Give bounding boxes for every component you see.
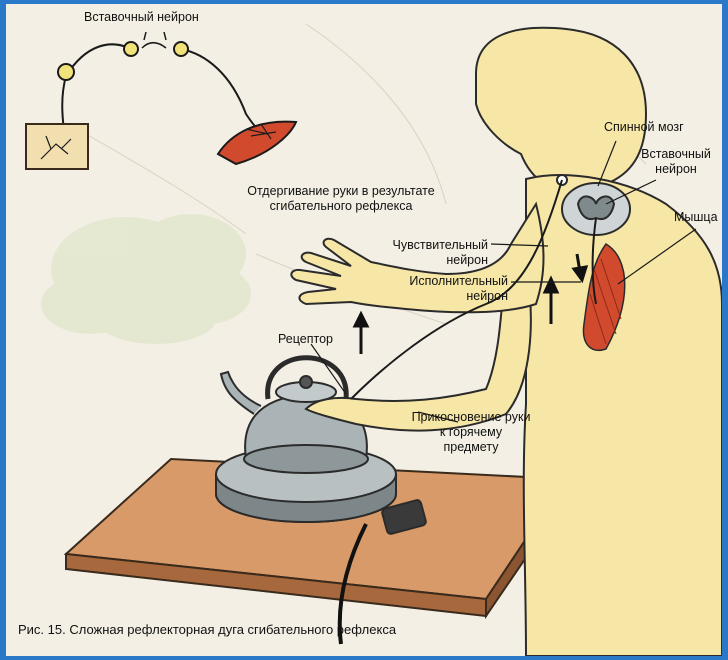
label-interneuron-right: Вставочный нейрон xyxy=(634,147,718,177)
label-spinal-cord: Спинной мозг xyxy=(604,120,684,135)
label-motor-neuron-line2: нейрон xyxy=(386,289,508,304)
steam-cloud xyxy=(41,214,251,344)
label-interneuron-top: Вставочный нейрон xyxy=(84,10,199,25)
label-withdrawal-line2: сгибательного рефлекса xyxy=(226,199,456,214)
label-touch: Прикосновение руки к горячему предмету xyxy=(396,410,546,455)
label-withdrawal-line1: Отдергивание руки в результате xyxy=(226,184,456,199)
label-interneuron-right-line1: Вставочный xyxy=(634,147,718,162)
label-sensory-neuron: Чувствительный нейрон xyxy=(366,238,488,268)
label-motor-neuron-line1: Исполнительный xyxy=(386,274,508,289)
illustration-drawing xyxy=(6,4,722,656)
label-motor-neuron: Исполнительный нейрон xyxy=(386,274,508,304)
label-withdrawal: Отдергивание руки в результате сгибатель… xyxy=(226,184,456,214)
interneuron-inset xyxy=(26,32,296,169)
figure-caption: Рис. 15. Сложная рефлекторная дуга сгиба… xyxy=(18,622,396,637)
label-touch-line3: предмету xyxy=(396,440,546,455)
label-sensory-neuron-line2: нейрон xyxy=(366,253,488,268)
label-muscle: Мышца xyxy=(674,210,718,225)
label-sensory-neuron-line1: Чувствительный xyxy=(366,238,488,253)
label-touch-line2: к горячему xyxy=(396,425,546,440)
label-receptor: Рецептор xyxy=(278,332,333,347)
label-interneuron-right-line2: нейрон xyxy=(634,162,718,177)
reflex-arc-illustration: Вставочный нейрон Отдергивание руки в ре… xyxy=(6,4,722,656)
label-touch-line1: Прикосновение руки xyxy=(396,410,546,425)
figure-frame: Вставочный нейрон Отдергивание руки в ре… xyxy=(6,4,722,656)
